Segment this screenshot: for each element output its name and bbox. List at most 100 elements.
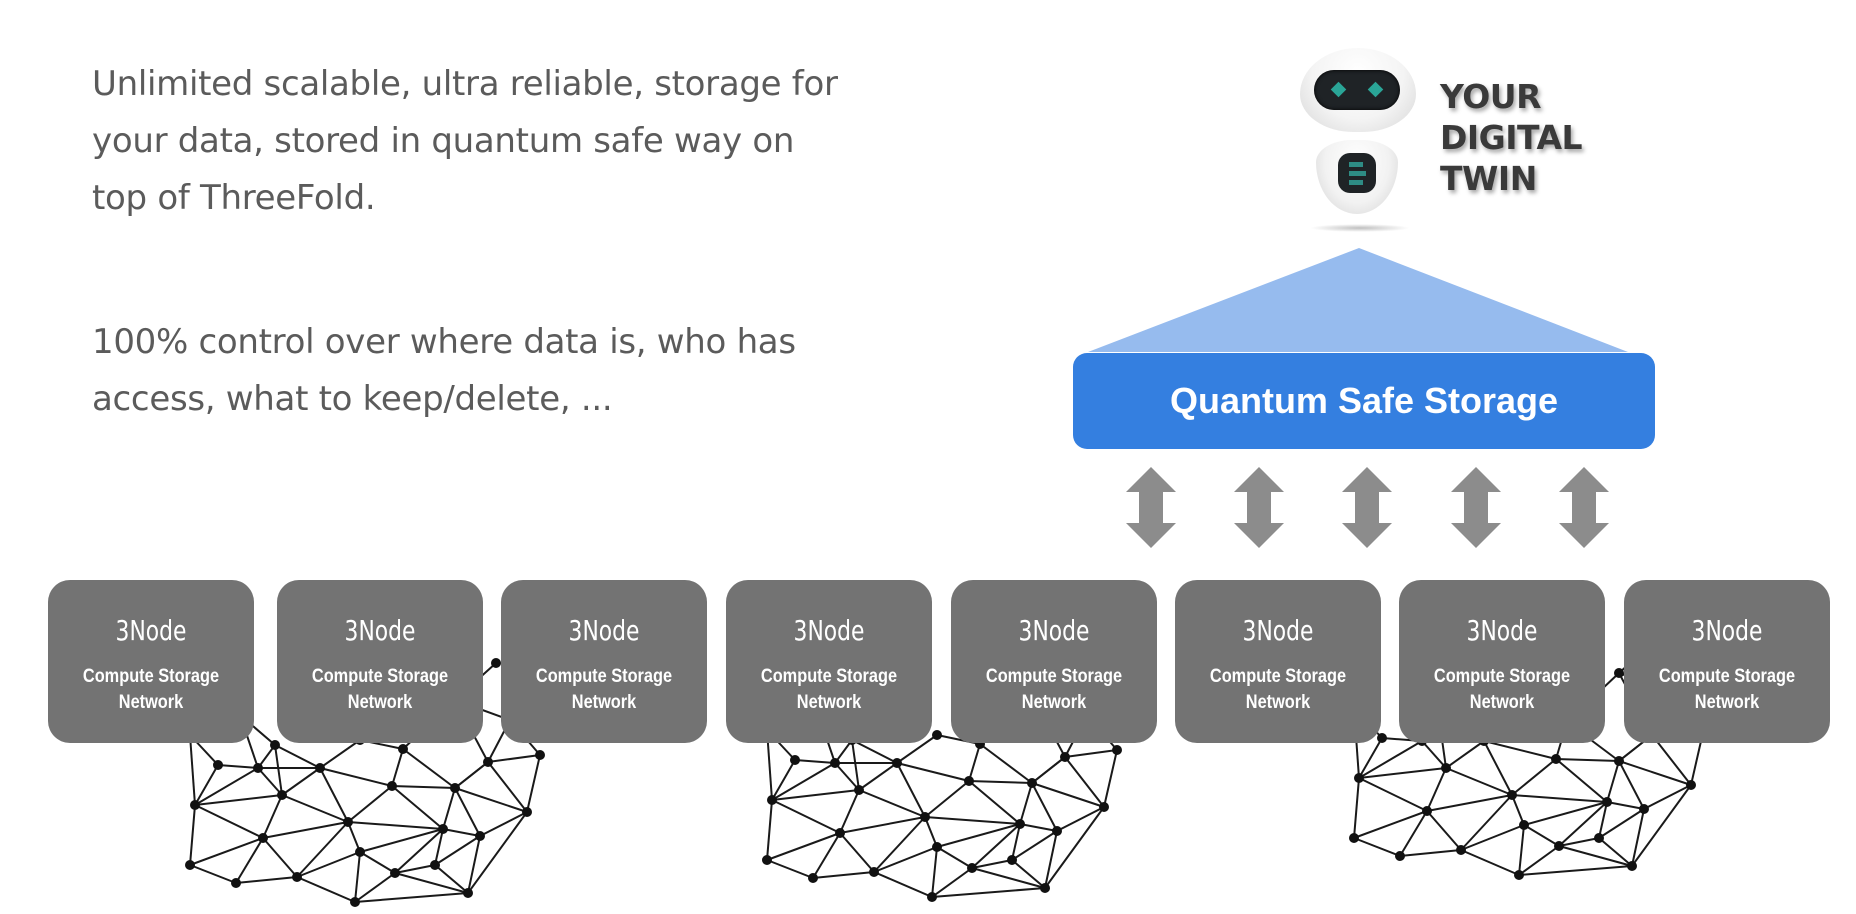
mesh-link: [896, 762, 970, 782]
mesh-link: [924, 816, 938, 848]
mesh-node: [1060, 752, 1070, 762]
mesh-link: [968, 780, 1033, 784]
mesh-node: [808, 873, 818, 883]
mesh-link: [1044, 806, 1105, 889]
mesh-link: [296, 821, 349, 878]
mesh-link: [924, 780, 970, 818]
node-box: 3Node Compute Storage Network: [951, 580, 1157, 743]
mesh-node: [1027, 778, 1037, 788]
mesh-node: [1686, 780, 1696, 790]
node-subtitle-line: Compute Storage: [1658, 666, 1796, 687]
mesh-link: [873, 816, 926, 873]
mesh-link: [858, 762, 898, 791]
mesh-node: [231, 878, 241, 888]
mesh-link: [1558, 837, 1600, 847]
mesh-node: [1007, 855, 1017, 865]
bidirectional-arrow-icon: [1234, 467, 1284, 548]
mesh-link: [971, 823, 1021, 869]
mesh-link: [1399, 810, 1428, 857]
mesh-link: [851, 739, 860, 791]
mesh-link: [442, 828, 481, 837]
mesh-link: [1511, 794, 1525, 826]
mesh-link: [766, 799, 773, 861]
mesh-link: [454, 787, 528, 813]
mesh-link: [839, 789, 860, 834]
mesh-link: [442, 787, 456, 830]
mesh-node: [190, 800, 200, 810]
mesh-link: [434, 828, 444, 866]
node-subtitle: Compute Storage Network: [1638, 664, 1815, 716]
node-subtitle-line: Compute Storage: [311, 666, 449, 687]
description-line: 100% control over where data is, who has: [92, 322, 796, 362]
mesh-link: [394, 872, 469, 894]
mesh-link: [1358, 767, 1447, 779]
mesh-link: [1044, 830, 1058, 889]
mesh-link: [235, 876, 298, 884]
mesh-link: [931, 887, 1046, 898]
description-paragraph-control: 100% control over where data is, who has…: [92, 314, 932, 428]
mesh-node: [522, 807, 532, 817]
mesh-link: [1598, 801, 1608, 839]
node-title: 3Node: [793, 614, 865, 647]
mesh-node: [830, 758, 840, 768]
mesh-link: [1011, 823, 1021, 861]
mesh-node: [920, 812, 930, 822]
node-subtitle-line: Network: [1021, 692, 1087, 713]
mesh-link: [873, 871, 933, 898]
mesh-link: [467, 811, 528, 894]
robot-visor: [1314, 70, 1400, 110]
mesh-link: [1555, 758, 1608, 803]
mesh-link: [479, 811, 528, 837]
mesh-link: [1598, 808, 1645, 839]
mesh-link: [319, 767, 349, 823]
mesh-node: [932, 842, 942, 852]
mesh-link: [771, 799, 841, 834]
node-subtitle-line: Network: [796, 692, 862, 713]
mesh-link: [194, 794, 283, 806]
mesh-link: [354, 872, 396, 903]
node-box: 3Node Compute Storage Network: [726, 580, 932, 743]
mesh-link: [771, 762, 836, 801]
mesh-link: [434, 835, 481, 866]
twin-label-line: TWIN: [1440, 159, 1537, 198]
mesh-node: [213, 760, 223, 770]
description-line: top of ThreeFold.: [92, 178, 376, 218]
node-title: 3Node: [1018, 614, 1090, 647]
mesh-node: [350, 897, 360, 907]
mesh-node: [1112, 745, 1122, 755]
mesh-link: [1598, 837, 1633, 867]
mesh-link: [1358, 777, 1428, 812]
node-title: 3Node: [1691, 614, 1763, 647]
mesh-link: [1518, 845, 1560, 876]
mesh-link: [281, 794, 349, 823]
mesh-link: [1353, 837, 1401, 857]
node-subtitle: Compute Storage Network: [515, 664, 692, 716]
mesh-node: [1507, 790, 1517, 800]
mesh-link: [347, 785, 393, 823]
mesh-link: [1031, 756, 1066, 784]
mesh-node: [185, 860, 195, 870]
description-line: Unlimited scalable, ultra reliable, stor…: [92, 64, 838, 104]
mesh-link: [936, 823, 1021, 848]
mesh-node: [854, 785, 864, 795]
mesh-link: [262, 794, 283, 839]
mesh-node: [1614, 756, 1624, 766]
mesh-link: [394, 864, 436, 874]
mesh-node: [1395, 851, 1405, 861]
mesh-link: [454, 761, 489, 789]
mesh-node: [790, 755, 800, 765]
mesh-link: [1483, 740, 1557, 760]
mesh-link: [189, 734, 196, 806]
mesh-link: [1631, 808, 1645, 867]
mesh-node: [355, 847, 365, 857]
mesh-node: [398, 744, 408, 754]
mesh-node: [1594, 833, 1604, 843]
mesh-link: [487, 761, 528, 813]
mesh-link: [1011, 859, 1046, 889]
mesh-link: [1399, 849, 1462, 857]
mesh-node: [892, 758, 902, 768]
mesh-link: [467, 835, 481, 894]
mesh-node: [1514, 870, 1524, 880]
